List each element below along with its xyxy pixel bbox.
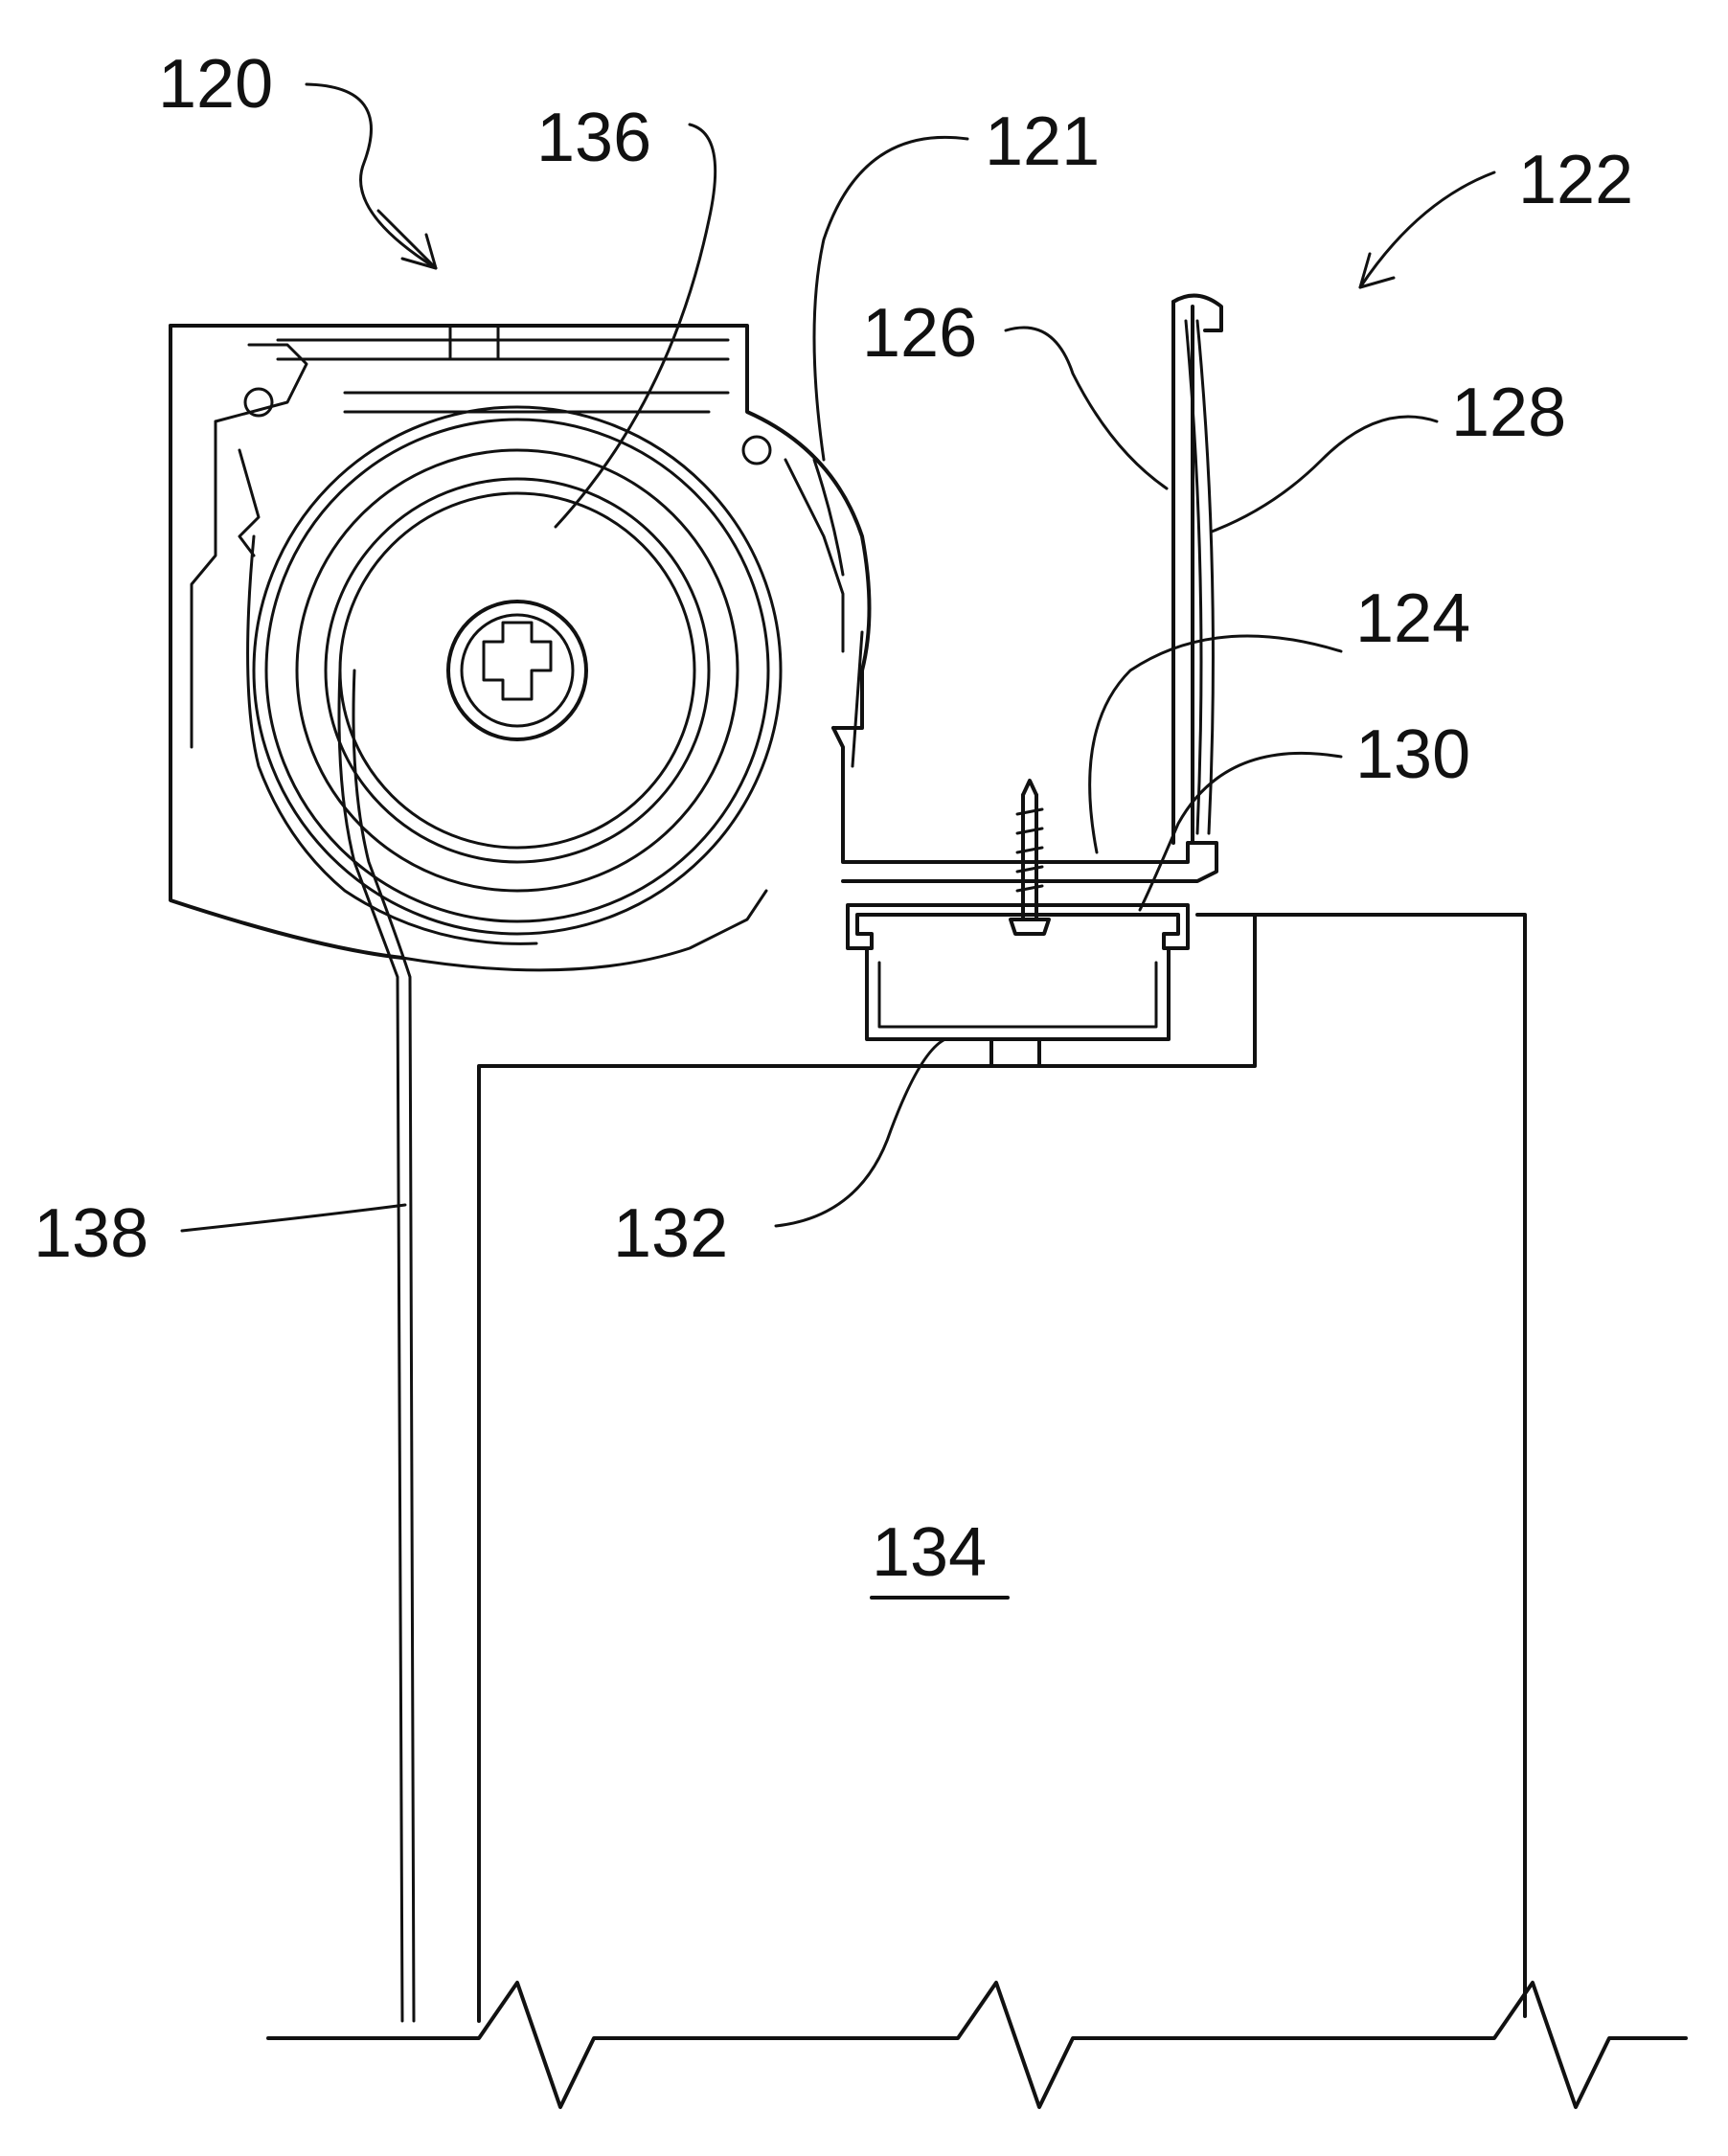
- leader-122: [1360, 172, 1494, 287]
- panel-assembly: [1173, 296, 1221, 843]
- leader-130: [1140, 753, 1341, 910]
- leader-128: [1212, 417, 1437, 532]
- rail: [848, 905, 1188, 1039]
- leader-120: [307, 84, 436, 268]
- label-130: 130: [1355, 716, 1470, 793]
- spring-roller: [248, 407, 781, 970]
- leader-126: [1006, 328, 1167, 488]
- leader-132: [776, 1040, 944, 1226]
- label-124: 124: [1355, 580, 1470, 657]
- leader-138: [182, 1205, 405, 1231]
- label-132: 132: [613, 1195, 728, 1272]
- leader-lines: [182, 84, 1494, 1231]
- label-121: 121: [985, 103, 1100, 180]
- label-120: 120: [158, 46, 273, 123]
- label-136: 136: [536, 100, 651, 176]
- label-126: 126: [862, 295, 977, 372]
- screw: [1011, 781, 1049, 934]
- label-134: 134: [872, 1514, 987, 1591]
- label-138: 138: [34, 1195, 148, 1272]
- frame: [268, 915, 1686, 2107]
- label-122: 122: [1518, 142, 1633, 218]
- label-128: 128: [1451, 374, 1566, 451]
- leader-124: [1090, 636, 1341, 852]
